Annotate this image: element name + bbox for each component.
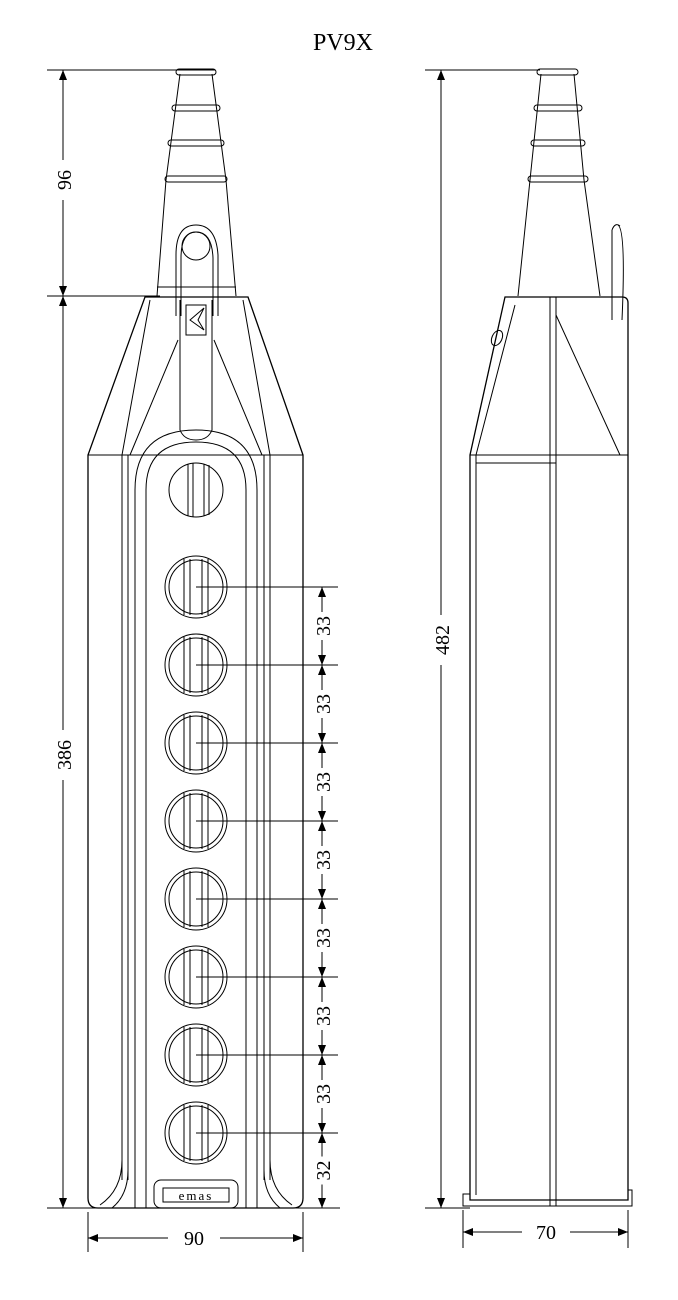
dim-width: 90: [184, 1228, 204, 1250]
dim-button-pitch: 33: [313, 616, 335, 636]
brand-logo: emas: [179, 1188, 214, 1203]
front-view: emas 96 386 90 33 33 33 33 33 33 33 32: [47, 68, 340, 1252]
dim-button-pitch: 33: [313, 772, 335, 792]
dim-button-pitch: 33: [313, 850, 335, 870]
dim-button-pitch: 33: [313, 928, 335, 948]
dim-overall-height: 482: [432, 625, 454, 655]
cable-gland: [156, 68, 237, 297]
button-pitch-dimensions: 33 33 33 33 33 33 33 32: [196, 586, 338, 1208]
push-buttons: [164, 555, 228, 1165]
side-view: 482 70: [425, 68, 633, 1248]
dim-button-pitch: 32: [313, 1161, 335, 1181]
brand-plate: emas: [153, 1179, 239, 1209]
dim-button-pitch: 33: [313, 694, 335, 714]
dim-body-height: 386: [54, 740, 76, 770]
dim-depth: 70: [536, 1222, 556, 1244]
hanging-hook: [175, 224, 219, 316]
dim-button-pitch: 33: [313, 1006, 335, 1026]
dim-gland-height: 96: [54, 170, 76, 190]
drawing-title: PV9X: [313, 30, 373, 56]
enclosure-body: [87, 296, 304, 1209]
dim-button-pitch: 33: [313, 1084, 335, 1104]
